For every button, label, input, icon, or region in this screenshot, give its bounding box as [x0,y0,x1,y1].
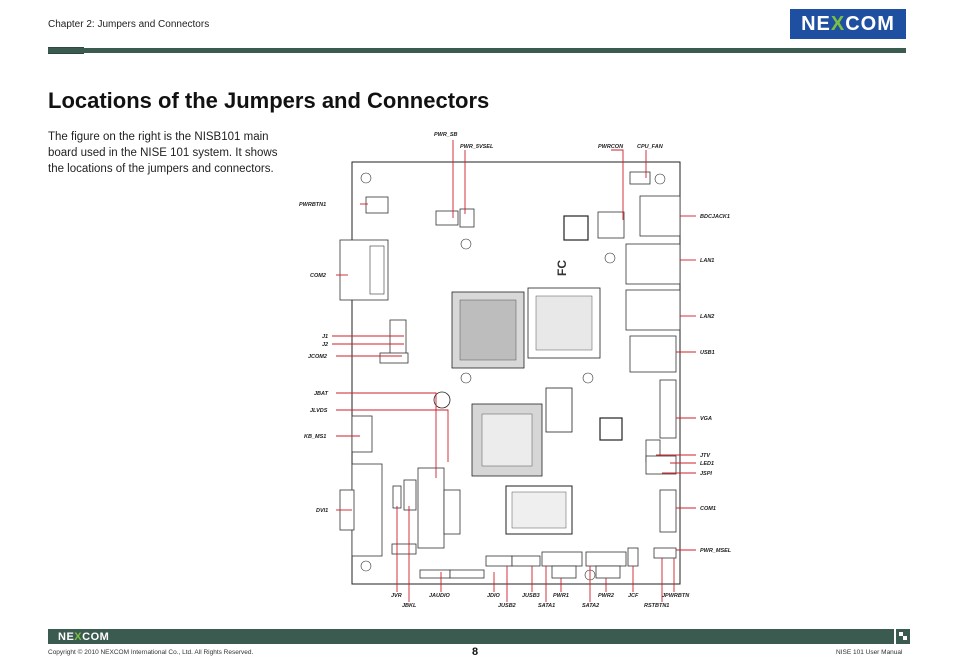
jaudio-part [419,569,451,579]
jdio-part [449,569,485,579]
copyright-text: Copyright © 2010 NEXCOM International Co… [48,649,254,656]
logo-x: X [830,12,846,35]
pwr-msel-part [653,547,677,559]
pwrcon-part [597,211,625,239]
com2-part [339,239,389,301]
sata2-part [585,551,627,567]
label-jspi: JSPI [700,471,712,477]
logo-suffix: COM [845,12,895,35]
label-dvi1: DVI1 [316,508,328,514]
label-jusb3: JUSB3 [522,593,540,599]
page-title: Locations of the Jumpers and Connectors [48,88,490,113]
label-lan2: LAN2 [700,314,714,320]
com1-part [659,489,677,533]
label-com1: COM1 [700,506,716,512]
page-description: The figure on the right is the NISB101 m… [48,131,278,175]
label-pwr-5vsel: PWR_5VSEL [460,144,494,150]
label-bdcjack1: BDCJACK1 [700,214,730,220]
label-pwrcon: PWRCON [598,144,624,150]
label-sata2: SATA2 [582,603,599,609]
label-led1: LED1 [700,461,714,467]
label-vga: VGA [700,416,712,422]
sata1-part [541,551,583,567]
led1-part [645,455,677,475]
label-pwr2: PWR2 [598,593,614,599]
label-pwr1: PWR1 [553,593,569,599]
label-j2: J2 [322,342,328,348]
vga-part [659,379,677,439]
cpu-fan-part [629,171,651,185]
label-jlvds: JLVDS [310,408,328,414]
logo-prefix: NE [801,12,831,35]
jusb2-part [485,555,513,567]
jusb3-part [511,555,541,567]
jlvds-part [417,467,445,549]
label-j1: J1 [322,334,328,340]
label-jtv: JTV [700,453,711,459]
footer-nexcom-logo: NEXCOM [58,631,109,643]
footer-corner-icon [896,629,910,644]
label-kb-ms1: KB_MS1 [304,434,326,440]
label-jcf: JCF [628,593,639,599]
label-com2: COM2 [310,273,326,279]
label-pwr-msel: PWR_MSEL [700,548,732,554]
pwr1-part [551,565,577,579]
label-jbat: JBAT [314,391,329,397]
footer-bar [48,629,894,644]
footer-logo-suffix: COM [82,631,110,643]
label-usb1: USB1 [700,350,715,356]
lan1-part [625,243,681,285]
callout-lines [332,140,696,602]
label-sata1: SATA1 [538,603,555,609]
pwr-5vsel-part [459,208,475,228]
footer-logo-x: X [74,631,83,643]
label-cpu-fan: CPU_FAN [637,144,664,150]
pwr-sb-part [435,210,459,226]
chapter-heading: Chapter 2: Jumpers and Connectors [48,19,210,30]
label-jusb2: JUSB2 [498,603,516,609]
label-jcom2: JCOM2 [308,354,327,360]
bdcjack1-part [639,195,681,237]
footer-logo-prefix: NE [58,631,75,643]
manual-name: NISE 101 User Manual [836,649,903,656]
jcom2-header [379,352,409,364]
lan2-part [625,289,681,331]
kb-ms1-part [351,415,373,453]
usb1-part [629,335,677,373]
label-jdio: JDIO [487,593,501,599]
label-pwr-sb: PWR_SB [434,132,458,138]
pwr2-part [595,565,621,579]
dvi1-part [351,463,383,557]
j1-j2-header [389,319,407,355]
label-pwrbtn1: PWRBTN1 [299,202,326,208]
jvr-part [392,485,402,509]
header-bar [48,48,906,53]
label-jbkl: JBKL [402,603,417,609]
jcf-part [627,547,639,567]
label-jpwrbtn: JPWRBTN [662,593,690,599]
label-jaudio: JAUDIO [429,593,451,599]
label-jvr: JVR [391,593,402,599]
pwrbtn1-part [365,196,389,214]
page-number: 8 [472,646,479,658]
svg-text:FC: FC [555,260,569,276]
jbkl-part [403,479,417,511]
label-lan1: LAN1 [700,258,714,264]
label-rstbtn1: RSTBTN1 [644,603,669,609]
